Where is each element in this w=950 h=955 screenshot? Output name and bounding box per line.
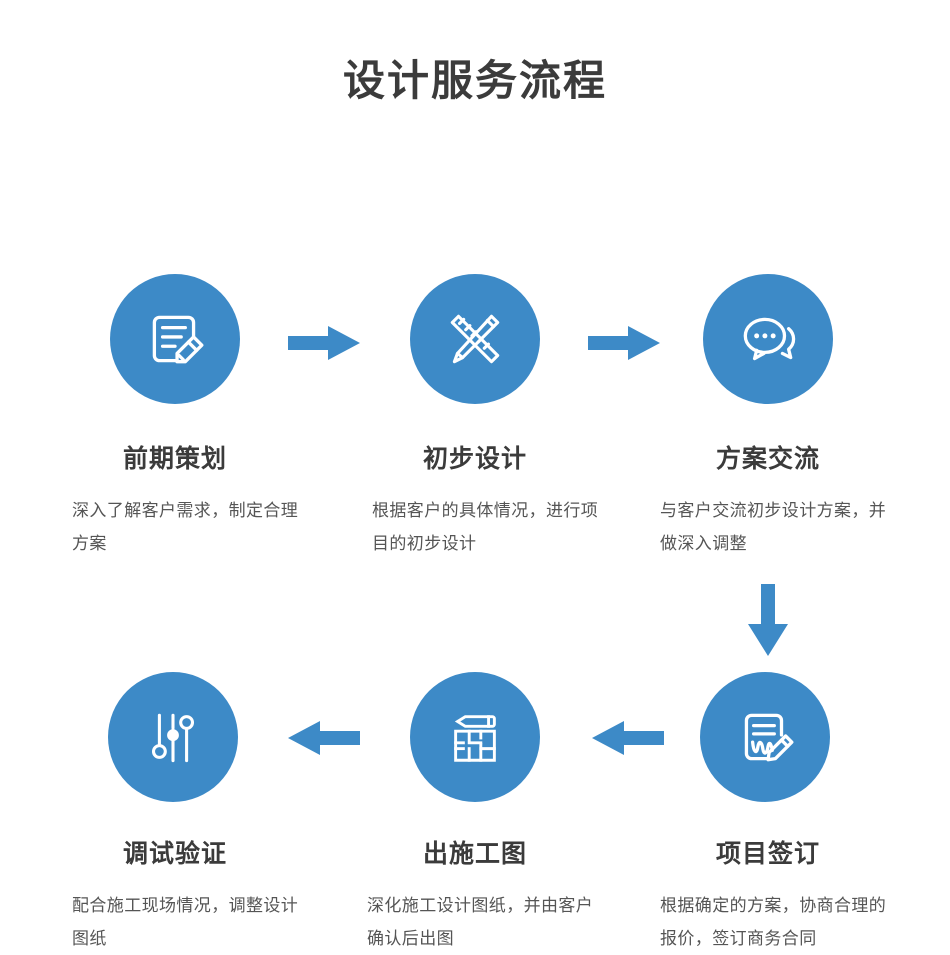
step-2-title: 初步设计	[422, 445, 527, 474]
step-1-icon-circle[interactable]	[110, 274, 240, 405]
document-pencil-icon	[142, 306, 208, 372]
connector-3-arrow	[748, 584, 788, 657]
step-4-title: 项目签订	[715, 840, 820, 869]
arrow-left-icon	[288, 721, 360, 756]
floorplan-pencil-icon	[444, 706, 506, 768]
step-2-icon-circle[interactable]	[410, 274, 540, 405]
arrow-left-icon	[592, 721, 664, 756]
sliders-icon	[144, 708, 202, 766]
step-6-icon-circle[interactable]	[108, 672, 238, 803]
step-4-icon-circle[interactable]	[700, 672, 830, 803]
step-4-description: 根据确定的方案，协商合理的报价，签订商务合同	[660, 896, 887, 949]
arrow-right-icon	[288, 326, 360, 361]
step-5-icon-circle[interactable]	[410, 672, 540, 803]
step-2-description: 根据客户的具体情况，进行项目的初步设计	[372, 501, 599, 554]
connector-2-arrow	[588, 326, 660, 361]
connector-1-arrow	[288, 326, 360, 361]
step-3-icon-circle[interactable]	[703, 274, 833, 405]
step-6-title: 调试验证	[122, 840, 227, 869]
connector-5-arrow	[288, 721, 360, 756]
step-3-description: 与客户交流初步设计方案，并做深入调整	[660, 501, 887, 554]
step-5-description: 深化施工设计图纸，并由客户确认后出图	[367, 896, 594, 949]
page-title: 设计服务流程	[342, 57, 607, 104]
step-6-description: 配合施工现场情况，调整设计图纸	[72, 896, 299, 949]
ruler-pencil-icon	[442, 306, 508, 372]
chat-bubbles-icon	[735, 306, 801, 372]
contract-signature-icon	[732, 704, 798, 770]
step-5-title: 出施工图	[422, 840, 527, 869]
step-1-title: 前期策划	[122, 445, 227, 474]
arrow-right-icon	[588, 326, 660, 361]
connector-4-arrow	[592, 721, 664, 756]
step-3-title: 方案交流	[715, 445, 820, 474]
arrow-down-icon	[748, 584, 788, 657]
step-1-description: 深入了解客户需求，制定合理方案	[72, 501, 299, 554]
